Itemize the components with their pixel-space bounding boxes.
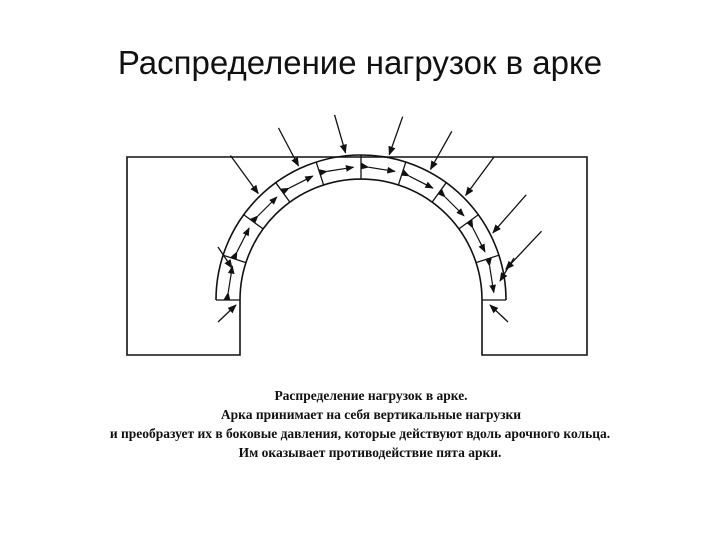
- arch-ring: [215, 154, 507, 301]
- reaction-arrow: [217, 304, 237, 323]
- voussoir-joint: [315, 161, 325, 186]
- caption-line-3: и преобразует их в боковые давления, кот…: [109, 426, 611, 441]
- thrust-arrow: [319, 165, 355, 176]
- voussoir-joint: [243, 214, 264, 230]
- slide-title: Распределение нагрузок в арке: [117, 44, 603, 81]
- caption-line-1: Распределение нагрузок в арке.: [274, 388, 468, 403]
- figure-caption: Распределение нагрузок в арке. Арка прин…: [60, 386, 660, 462]
- voussoir-joint: [431, 182, 447, 203]
- load-arrow: [492, 194, 527, 234]
- load-arrow: [277, 127, 300, 167]
- thrust-arrow: [223, 265, 235, 301]
- caption-line-4: Им оказывает противодействие пята арки.: [238, 445, 502, 460]
- thrust-arrows: [223, 162, 496, 301]
- load-arrow: [333, 114, 347, 154]
- voussoir-joint: [475, 254, 500, 264]
- reaction-arrow: [489, 304, 509, 323]
- voussoir-joint: [275, 182, 291, 203]
- thrust-arrow: [466, 219, 486, 253]
- thrust-arrow: [485, 258, 496, 294]
- load-arrow: [429, 131, 453, 171]
- load-arrow: [217, 246, 233, 269]
- load-arrows: [217, 114, 543, 323]
- thrust-arrow: [230, 227, 250, 261]
- load-arrow: [229, 155, 259, 195]
- thrust-arrow: [437, 189, 465, 217]
- thrust-arrow: [280, 175, 314, 195]
- thrust-arrow: [360, 162, 396, 174]
- voussoir-joint: [397, 161, 407, 186]
- caption-line-2: Арка принимает на себя вертикальные нагр…: [220, 407, 522, 422]
- load-arrow: [499, 257, 515, 282]
- voussoir-joint: [458, 214, 479, 230]
- load-arrow: [388, 116, 404, 156]
- thrust-arrow: [400, 169, 434, 189]
- thrust-arrow: [250, 196, 278, 224]
- load-arrow: [465, 156, 495, 197]
